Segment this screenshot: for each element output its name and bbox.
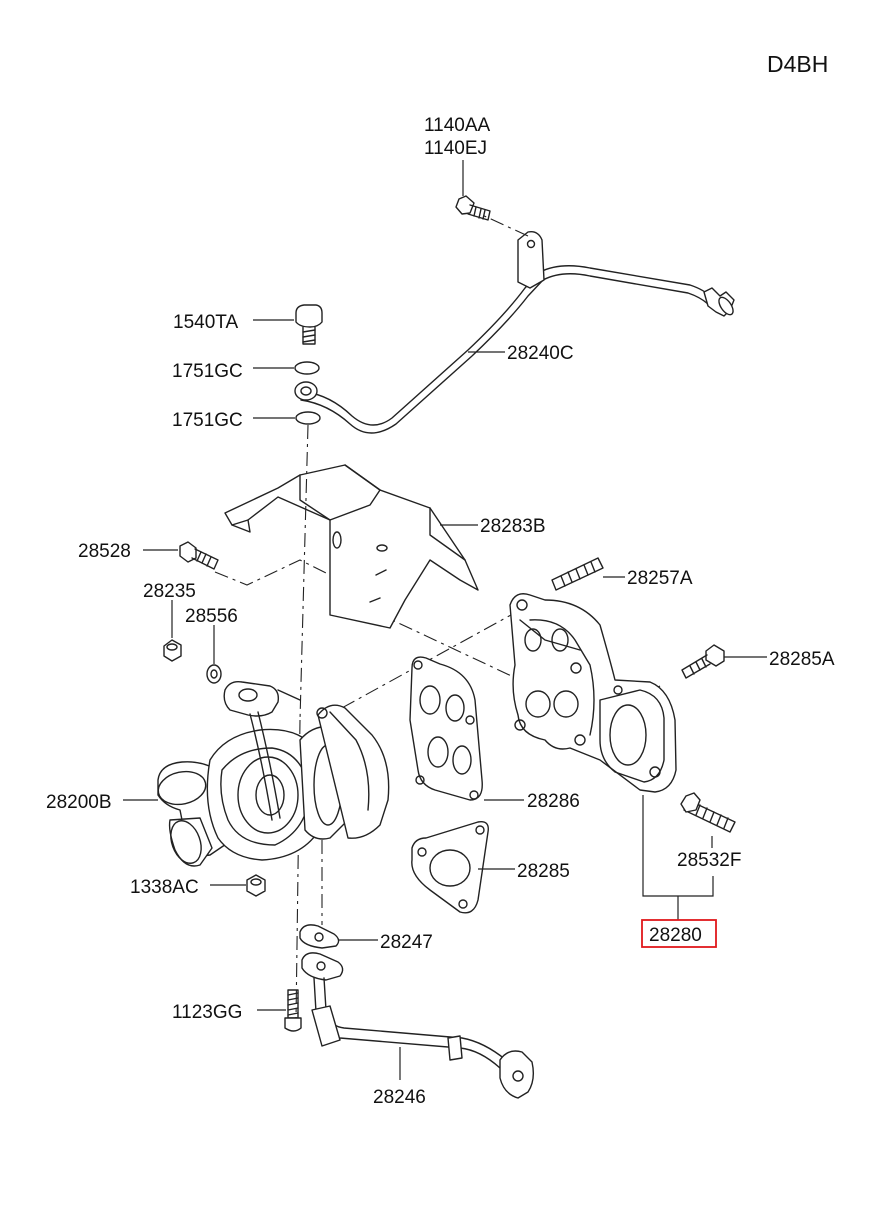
- label-28286: 28286: [527, 791, 580, 812]
- highlight-box-28280: [641, 919, 717, 948]
- label-28257A: 28257A: [627, 568, 693, 589]
- label-28285: 28285: [517, 861, 570, 882]
- label-28200B: 28200B: [46, 792, 112, 813]
- label-28240C: 28240C: [507, 343, 574, 364]
- stud-28532F[interactable]: [680, 792, 736, 833]
- exhaust-manifold-28280[interactable]: [509, 593, 677, 793]
- bolt-28528[interactable]: [179, 541, 219, 570]
- nut-1338AC[interactable]: [246, 874, 266, 897]
- washer-28556[interactable]: [206, 664, 222, 684]
- bolt-28285A[interactable]: [681, 644, 725, 679]
- label-1140EJ: 1140EJ: [424, 138, 487, 159]
- label-28235: 28235: [143, 581, 196, 602]
- label-1540TA: 1540TA: [173, 312, 238, 333]
- turbocharger-28200B[interactable]: [155, 680, 390, 868]
- gasket-28285[interactable]: [411, 821, 489, 914]
- label-28247: 28247: [380, 932, 433, 953]
- bolt-1123GG[interactable]: [284, 989, 302, 1032]
- gasket-28286[interactable]: [409, 656, 483, 801]
- bolt-1140AA[interactable]: [455, 195, 491, 221]
- washer-1751GC-lower[interactable]: [295, 411, 321, 425]
- label-28285A: 28285A: [769, 649, 835, 670]
- stud-28257A[interactable]: [551, 557, 604, 591]
- label-1140AA: 1140AA: [424, 115, 491, 136]
- heat-shield-28283B[interactable]: [224, 464, 479, 629]
- oil-feed-pipe-28240C[interactable]: [294, 230, 736, 434]
- label-28280: 28280: [649, 925, 702, 946]
- label-1751GC-upper: 1751GC: [172, 361, 243, 382]
- label-28283B: 28283B: [480, 516, 546, 537]
- label-1123GG: 1123GG: [172, 1002, 242, 1023]
- banjo-bolt-1540TA[interactable]: [295, 304, 323, 345]
- label-1751GC-lower: 1751GC: [172, 410, 243, 431]
- oil-return-pipe-28246[interactable]: [301, 952, 535, 1099]
- label-28528: 28528: [78, 541, 131, 562]
- washer-1751GC-upper[interactable]: [294, 361, 320, 375]
- label-1338AC: 1338AC: [130, 877, 199, 898]
- label-28246: 28246: [373, 1087, 426, 1108]
- engine-code: D4BH: [767, 51, 828, 77]
- label-28532F: 28532F: [677, 850, 741, 871]
- label-28556: 28556: [185, 606, 238, 627]
- gasket-28247[interactable]: [299, 924, 340, 949]
- nut-28235[interactable]: [163, 639, 182, 662]
